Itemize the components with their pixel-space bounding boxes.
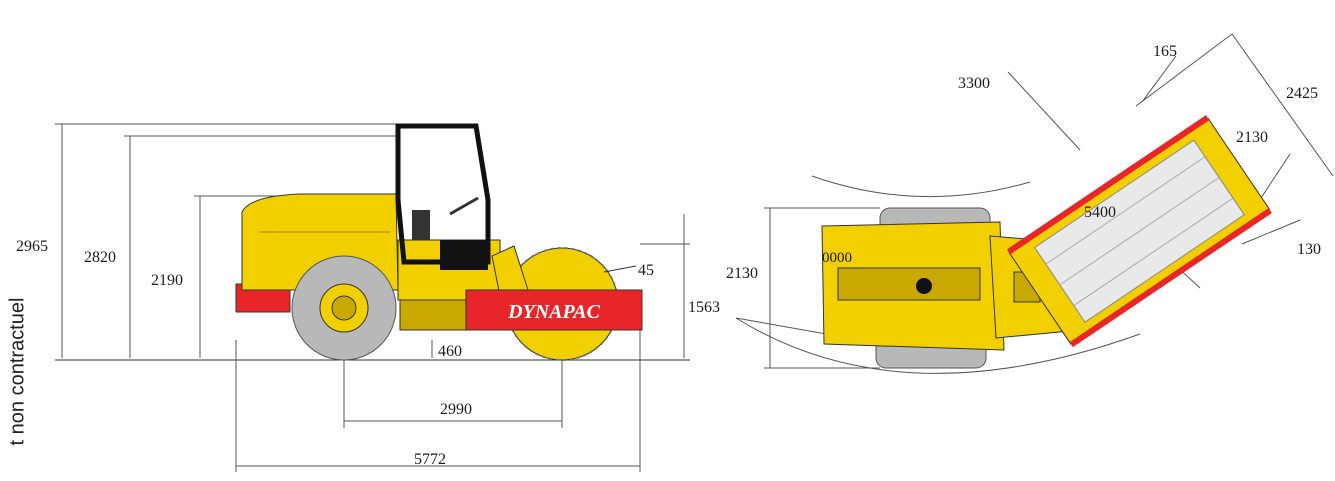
dim-label-drum-offset: 165 [1153, 43, 1177, 60]
dim-line-overall-width [1231, 33, 1334, 177]
dim-label-rear: 0000 [822, 250, 852, 266]
inner-turning-arc [735, 317, 1141, 374]
dynapac-logo: DYNAPAC [507, 301, 601, 323]
dim-label-rear-width: 2130 [726, 265, 758, 282]
dim-label-overall-height: 2965 [16, 238, 48, 255]
dim-label-clearance: 460 [438, 343, 462, 360]
roller-top-illustration [821, 115, 1272, 369]
dynapac-logo-plate [465, 289, 643, 331]
dim-label-overall-width: 2425 [1286, 85, 1318, 102]
dim-label-cab-height: 2820 [84, 249, 116, 266]
dim-label-side-offset: 130 [1297, 241, 1321, 258]
leader-side-offset [1241, 219, 1301, 245]
dim-label-length: 5772 [414, 451, 446, 468]
dim-label-hood-height: 2190 [151, 272, 183, 289]
dim-label-inner-turning: 1563 [688, 299, 720, 316]
dim-label-angle: 45 [638, 262, 654, 279]
outer-turning-arc [811, 175, 1031, 198]
disclaimer-text: t non contractuel [6, 297, 29, 446]
dim-label-wheelbase: 2990 [440, 401, 472, 418]
ext-line-drum-top [1135, 33, 1233, 107]
roller-side-illustration: DYNAPAC [235, 123, 643, 361]
leader-outer-radius [1007, 71, 1081, 151]
dim-label-inner-radius: 5400 [1084, 204, 1116, 221]
dim-label-drum-width: 2130 [1236, 129, 1268, 146]
dim-label-outer-radius: 3300 [958, 75, 990, 92]
leader-drum-offset [1141, 55, 1177, 103]
